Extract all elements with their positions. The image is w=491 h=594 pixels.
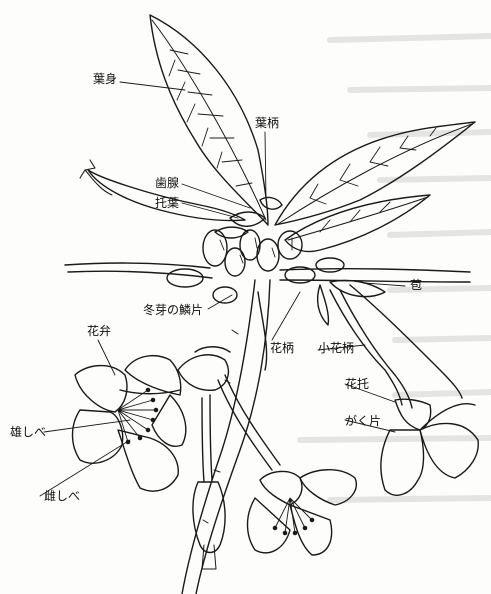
label-gland: 歯腺	[155, 176, 179, 190]
label-peduncle: 花柄	[270, 341, 294, 355]
leader-lines	[40, 82, 405, 496]
label-bud-scale: 冬芽の鱗片	[143, 303, 203, 317]
leaf-middle-right	[285, 195, 430, 252]
stipule-leaves	[215, 198, 282, 238]
label-receptacle: 花托	[345, 377, 369, 391]
main-stem	[182, 280, 270, 594]
right-twig	[280, 269, 470, 282]
label-pedicel: 小花柄	[318, 341, 354, 355]
flower-left	[73, 356, 186, 491]
label-petal: 花弁	[87, 324, 111, 338]
flower-half-open	[178, 347, 230, 391]
label-petiole: 葉柄	[255, 116, 279, 130]
bract-right	[318, 280, 385, 325]
left-twig	[65, 263, 212, 278]
label-bract: 苞	[410, 278, 422, 292]
flower-right	[381, 399, 478, 495]
flower-bottom	[248, 470, 357, 555]
leaf-left-small	[80, 160, 245, 221]
label-stipule: 托葉	[155, 196, 179, 210]
label-sepal: がく片	[345, 414, 381, 428]
label-blade: 葉身	[93, 72, 117, 86]
label-stamen: 雄しべ	[10, 425, 46, 439]
label-pistil: 雌しべ	[44, 489, 80, 503]
